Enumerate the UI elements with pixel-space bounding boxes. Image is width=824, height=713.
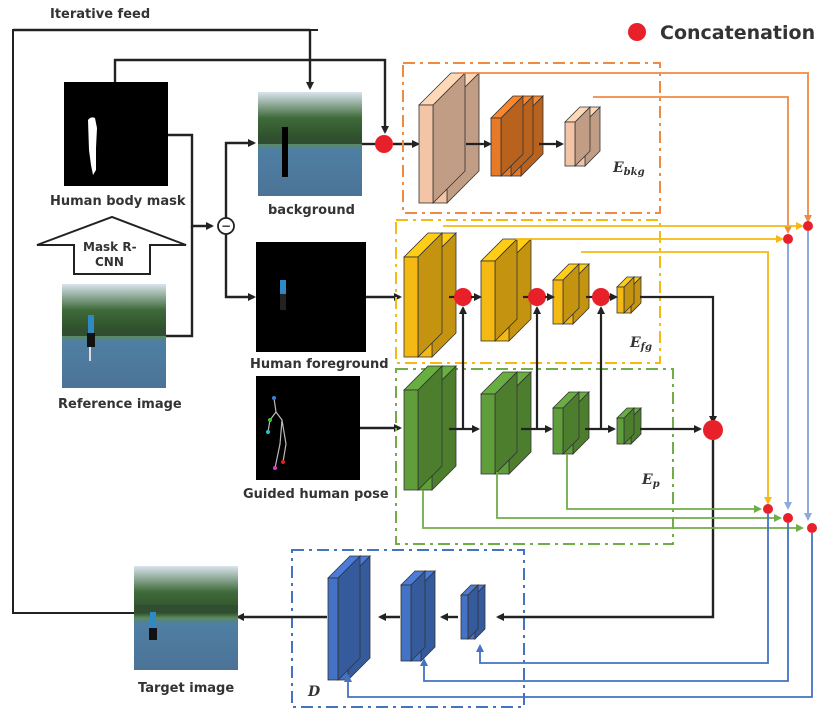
- bkg-encoder-box: [402, 62, 661, 214]
- mask-rcnn-label-line2: CNN: [95, 255, 124, 269]
- human-foreground-label: Human foreground: [250, 357, 389, 372]
- bkg-layer-2: [490, 95, 544, 177]
- concat-node-r2: [783, 234, 793, 244]
- fusion-to-decoder-arrow: [496, 440, 715, 621]
- layer-blocks: [327, 72, 642, 681]
- concatenation-legend-label: Concatenation: [660, 22, 815, 44]
- reference-image-label: Reference image: [58, 397, 182, 412]
- concat-node-r3: [763, 504, 773, 514]
- mask-to-concat-line: [113, 58, 389, 134]
- concat-node-r4: [783, 513, 793, 523]
- fg-layer-2: [480, 238, 532, 342]
- fg-layer-1: [403, 232, 457, 358]
- dec-skip-3: [344, 533, 813, 698]
- mask-rcnn-label-line1: Mask R-: [83, 240, 137, 254]
- concatenation-legend-marker: [628, 23, 646, 41]
- fg-encoder-box: [395, 219, 661, 364]
- mask-to-subtract-line: [168, 133, 214, 230]
- dec-skip-2: [420, 523, 789, 682]
- fg-concat-node-3: [592, 288, 610, 306]
- pose-skip-2: [496, 472, 782, 522]
- background-label: background: [268, 203, 355, 218]
- fusion-concat-node: [703, 420, 723, 440]
- pose-skip-1: [422, 490, 804, 532]
- concat-node-r1: [803, 221, 813, 231]
- human-body-mask-label: Human body mask: [50, 194, 186, 209]
- bkg-skip-1: [458, 72, 812, 223]
- concat-node-input: [375, 135, 393, 153]
- reference-image: [62, 284, 166, 388]
- target-image-label: Target image: [138, 681, 234, 696]
- bkg-skip-2: [593, 96, 792, 234]
- fg-layer-4: [616, 276, 642, 314]
- reference-to-subtract-line: [166, 226, 194, 338]
- pose-skip-3: [566, 454, 762, 513]
- fg-layer-3: [552, 263, 590, 325]
- bkg-layer-1: [418, 72, 480, 204]
- dec-layer-1: [460, 584, 486, 640]
- pose-layer-3: [552, 391, 590, 455]
- guided-human-pose-image: [256, 376, 360, 480]
- fg-encoder-label: Efg: [629, 335, 652, 353]
- pose-encoder-label: Ep: [641, 472, 660, 490]
- fg-concat-node-1: [454, 288, 472, 306]
- guided-human-pose-label: Guided human pose: [243, 487, 389, 502]
- pose-layer-1: [403, 365, 457, 491]
- background-image: [258, 92, 362, 196]
- decoder-label: D: [307, 684, 321, 700]
- fg-skip-3: [581, 251, 772, 505]
- iterative-feed-label: Iterative feed: [50, 7, 150, 22]
- concat-node-r5: [807, 523, 817, 533]
- fg-concat-node-2: [528, 288, 546, 306]
- bkg-encoder-label: Ebkg: [612, 160, 645, 178]
- dec-layer-3: [327, 555, 371, 681]
- subtract-to-background-arrow: [224, 139, 256, 218]
- subtract-symbol: −: [221, 219, 231, 233]
- pose-layer-4: [616, 407, 642, 445]
- dec-layer-2: [400, 570, 436, 662]
- human-body-mask-image: [64, 82, 168, 186]
- decoder-box: [291, 549, 525, 708]
- dec-skip-1: [476, 514, 769, 664]
- mask-rcnn-block: [36, 215, 187, 275]
- pose-layer-2: [480, 371, 532, 475]
- bkg-layer-3: [564, 106, 601, 167]
- subtract-to-foreground-arrow: [224, 234, 256, 301]
- target-image: [134, 566, 238, 670]
- human-foreground-image: [256, 242, 366, 352]
- fg-to-fusion-arrow: [640, 295, 717, 424]
